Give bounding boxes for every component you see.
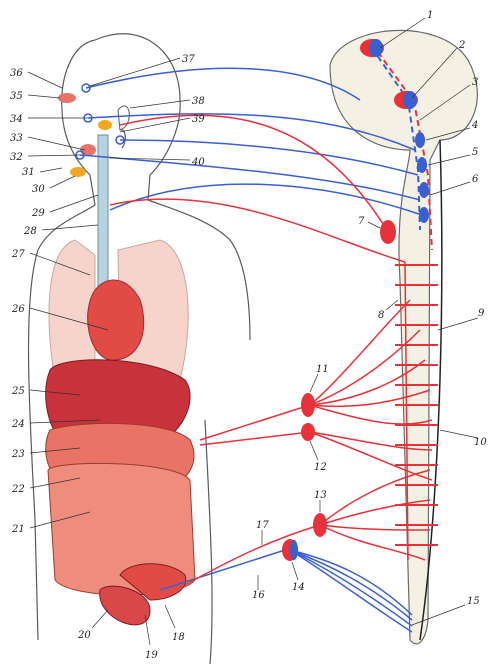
- label-7: 7: [358, 216, 365, 227]
- brain-spinal-cord: [330, 30, 477, 644]
- ganglion-12: [301, 423, 315, 441]
- label-26: 26: [11, 304, 25, 315]
- label-33: 33: [10, 133, 23, 144]
- label-19: 19: [145, 650, 158, 661]
- label-15: 15: [467, 596, 480, 607]
- label-11: 11: [316, 364, 329, 375]
- label-23: 23: [11, 449, 25, 460]
- label-39: 39: [192, 114, 205, 125]
- label-29: 29: [31, 208, 45, 219]
- label-16: 16: [252, 590, 265, 601]
- ganglion-13: [313, 513, 327, 537]
- label-20: 20: [77, 630, 91, 641]
- ganglion-7: [380, 220, 396, 244]
- label-9: 9: [478, 308, 485, 319]
- label-13: 13: [314, 490, 327, 501]
- label-3: 3: [472, 77, 478, 88]
- label-27: 27: [11, 249, 25, 260]
- label-17: 17: [256, 520, 269, 531]
- label-12: 12: [314, 462, 327, 473]
- label-37: 37: [182, 54, 195, 65]
- label-6: 6: [472, 174, 479, 185]
- label-18: 18: [172, 632, 185, 643]
- label-40: 40: [191, 157, 205, 168]
- label-25: 25: [11, 386, 25, 397]
- label-34: 34: [10, 114, 23, 125]
- label-21: 21: [11, 524, 25, 535]
- label-38: 38: [192, 96, 205, 107]
- label-8: 8: [378, 310, 384, 321]
- label-14: 14: [292, 582, 305, 593]
- head-organs: [58, 93, 129, 177]
- label-30: 30: [32, 184, 45, 195]
- label-2: 2: [458, 40, 465, 51]
- label-28: 28: [23, 226, 37, 237]
- label-36: 36: [10, 68, 23, 79]
- label-24: 24: [11, 419, 25, 430]
- label-5: 5: [472, 147, 478, 158]
- label-32: 32: [10, 152, 23, 163]
- label-22: 22: [11, 484, 25, 495]
- label-1: 1: [427, 10, 433, 21]
- label-31: 31: [22, 167, 35, 178]
- label-35: 35: [10, 91, 23, 102]
- ganglion-11: [301, 393, 315, 417]
- label-4: 4: [471, 120, 478, 131]
- label-10: 10: [474, 437, 487, 448]
